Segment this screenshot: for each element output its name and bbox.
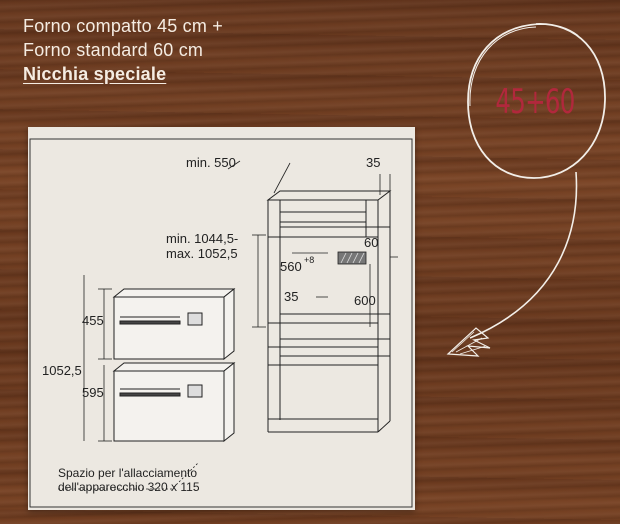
label-standard-height: 595 [82, 385, 104, 400]
label-side-gap: 35 [284, 289, 298, 304]
badge-text: 45+60 [495, 82, 575, 122]
drawing-svg: min. 550 35 min. 1044,5- max. 1052,5 560… [29, 138, 413, 508]
label-total-height: 1052,5 [42, 363, 82, 378]
heading-block: Forno compatto 45 cm + Forno standard 60… [23, 14, 223, 86]
dimension-lines [83, 160, 398, 442]
label-height-max: max. 1052,5 [166, 246, 238, 261]
heading-subtitle: Nicchia speciale [23, 64, 167, 84]
label-niche-height: 600 [354, 293, 376, 308]
label-top-gap: 35 [366, 155, 380, 170]
label-niche-width-tolerance: +8 [304, 255, 314, 265]
heading-line-1: Forno compatto 45 cm + [23, 16, 223, 36]
label-min-depth: min. 550 [186, 155, 236, 170]
label-compact-height: 455 [82, 313, 104, 328]
note-leader [58, 462, 199, 490]
label-height-min: min. 1044,5- [166, 231, 238, 246]
label-note-line-2: dell'apparecchio 320 x 115 [58, 480, 200, 494]
label-vent-height: 60 [364, 235, 378, 250]
drawing-frame [29, 138, 413, 508]
cabinet-outline [266, 190, 392, 433]
standard-oven [112, 361, 236, 443]
size-badge: 45+60 [464, 18, 614, 186]
curved-arrow-icon [446, 171, 578, 357]
heading-line-2: Forno standard 60 cm [23, 40, 204, 60]
label-niche-width: 560 [280, 259, 302, 274]
installation-drawing: min. 550 35 min. 1044,5- max. 1052,5 560… [28, 127, 415, 510]
label-note-line-1: Spazio per l'allacciamento [58, 466, 197, 480]
compact-oven [112, 287, 236, 361]
badge-circle-icon [467, 23, 606, 179]
